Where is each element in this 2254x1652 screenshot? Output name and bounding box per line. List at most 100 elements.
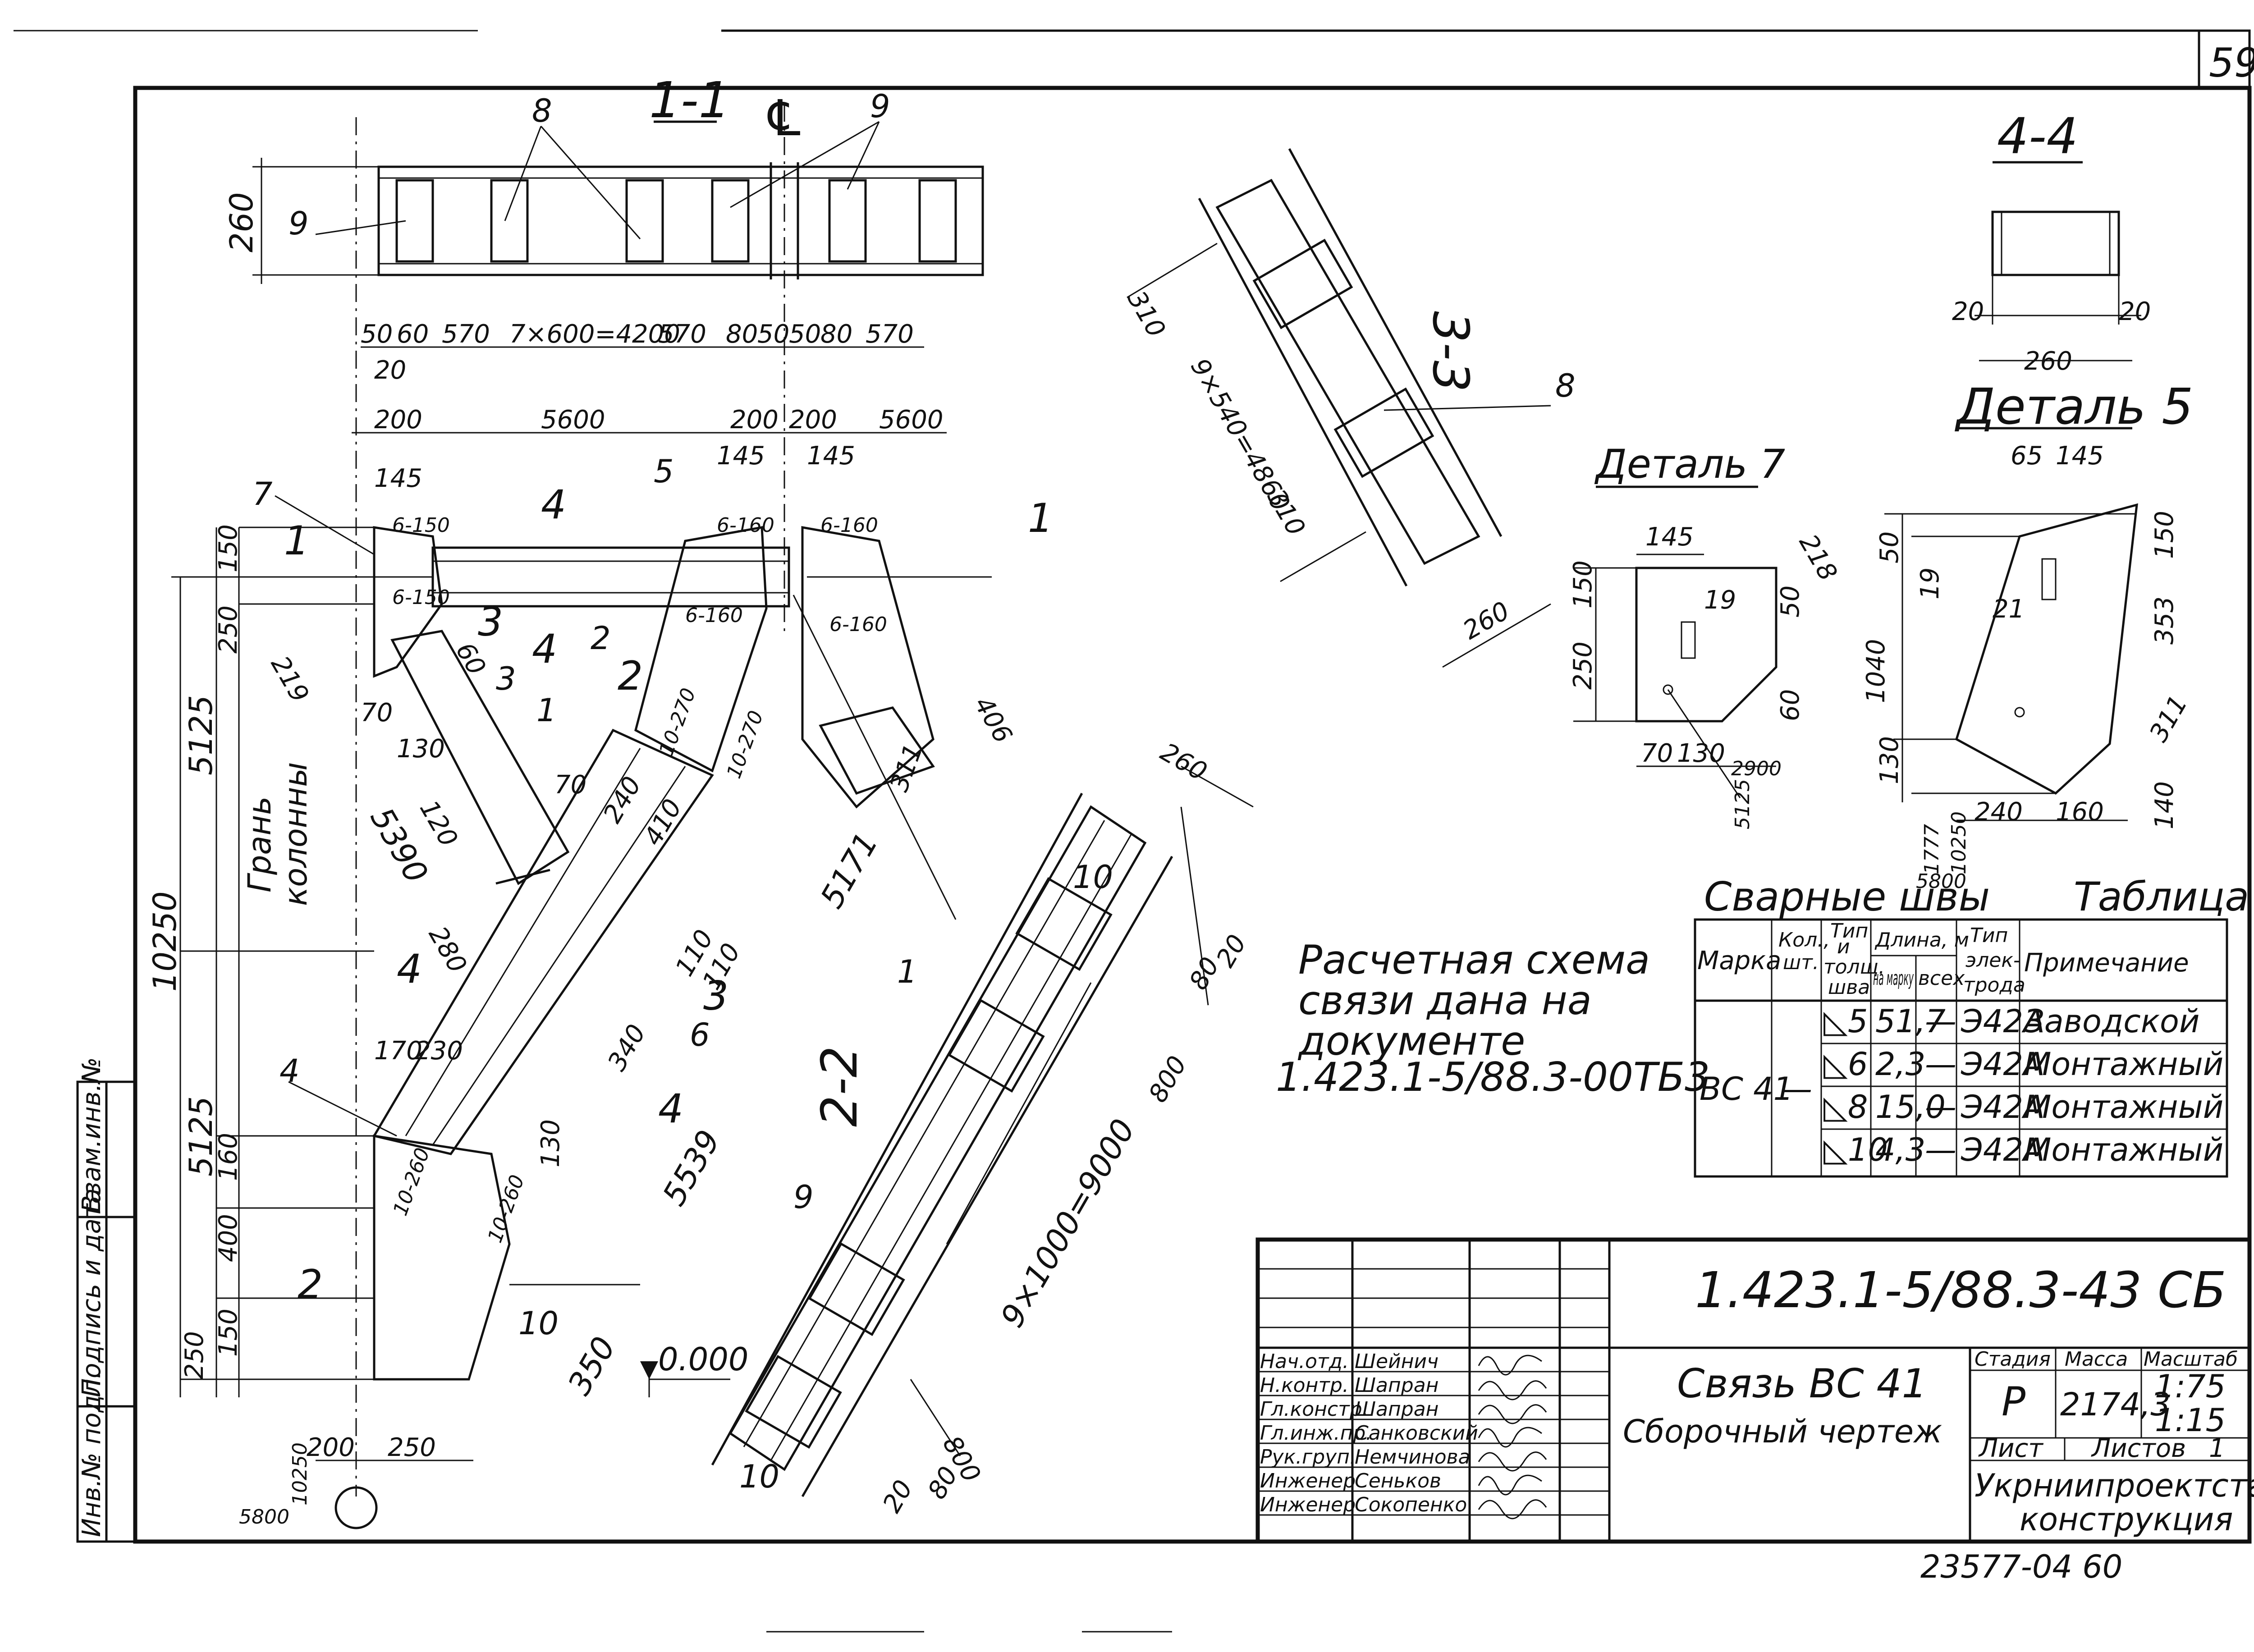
weld-el: Э42А [1961, 1046, 2045, 1083]
sign-role: Нач.отд. [1260, 1350, 1349, 1373]
dim-80-b: 80 [820, 320, 852, 349]
sign-name: Шапран [1355, 1398, 1439, 1421]
weld-note: Заводской [2024, 1003, 2199, 1040]
dim-150-a: 150 [214, 524, 243, 572]
dim-145-b: 145 [717, 441, 765, 471]
weld-table-grid [1694, 918, 2228, 1178]
scale-value-2: 1:15 [2155, 1402, 2226, 1439]
sign-name: Шапран [1355, 1374, 1439, 1397]
dim-10250-bot: 10250 [289, 1442, 312, 1506]
weld-head-note: Примечание [2024, 948, 2189, 978]
dim-20-44b: 20 [2119, 297, 2151, 326]
mark-9-top: 9 [870, 88, 890, 125]
dim-200-c: 200 [789, 405, 837, 435]
dim-400-a: 400 [214, 1214, 243, 1262]
dim-50-d5: 50 [1875, 531, 1904, 563]
weld-row-1: ◺5 51,7 — Э42А Заводской [1823, 1003, 2199, 1040]
dim-50-b: 50 [757, 320, 789, 349]
section-cut-2-main: 2 [618, 653, 643, 699]
weld-head-type-4: шва [1828, 976, 1870, 999]
mark-2: 2 [591, 620, 611, 657]
dim-310-a: 310 [1122, 286, 1171, 343]
section-cut-4-bot: 4 [658, 1085, 683, 1132]
dim-5125-d7: 5125 [1731, 779, 1754, 829]
sign-name: Сеньков [1355, 1469, 1441, 1492]
dim-353: 353 [2150, 596, 2179, 645]
weld-note: Монтажный [2024, 1046, 2223, 1083]
dim-250-bot: 250 [388, 1433, 436, 1462]
weld-head-type-3: толщ. [1823, 956, 1885, 979]
signature-row-1: Нач.отд. Шейнич [1260, 1350, 1439, 1373]
stage-value: Р [2002, 1378, 2025, 1425]
drawing-designation: 1.423.1-5/88.3-43 СБ [1695, 1261, 2226, 1319]
sign-name: Немчинова [1355, 1446, 1471, 1469]
dim-5600-b: 5600 [879, 405, 944, 435]
weld-len: 51,7 [1875, 1003, 1946, 1040]
mark-7: 7 [252, 476, 273, 513]
section-cut-1: 1 [1028, 495, 1053, 541]
dim-145-d7: 145 [1645, 522, 1694, 552]
detail-5-title: Деталь 5 [1954, 378, 2193, 435]
weld-all: — [1925, 1089, 1956, 1126]
weld-head-len: Длина, м [1874, 929, 1969, 952]
bottom-code: 23577-04 60 [1920, 1548, 2122, 1585]
scale-value-1: 1:75 [2155, 1368, 2226, 1405]
sign-role: Гл.констр. [1260, 1398, 1369, 1421]
dim-200-bot: 200 [307, 1433, 355, 1462]
section-cut-3-right: 3 [703, 973, 728, 1019]
dim-5800-bot: 5800 [239, 1506, 289, 1528]
mark-6: 6 [690, 1016, 710, 1053]
dim-5171: 5171 [813, 826, 885, 914]
dim-5539: 5539 [655, 1124, 728, 1212]
sign-role: Инженер [1260, 1469, 1356, 1492]
weld-10-270-a: 10-270 [655, 685, 700, 759]
weld-head-type-1: Тип [1830, 920, 1868, 943]
dim-800-22a: 800 [1143, 1051, 1193, 1107]
section-cut-2-bot: 2 [298, 1261, 323, 1308]
dim-340: 340 [602, 1020, 652, 1076]
dim-50-c: 50 [789, 320, 821, 349]
sheet-frame [14, 29, 2252, 1544]
signature-row-2: Н.контр. Шапран [1260, 1374, 1439, 1397]
note-line-3: документе [1297, 1018, 1525, 1064]
weld-type: ◺5 [1823, 1003, 1868, 1040]
dim-570-b: 570 [658, 320, 706, 349]
weld-row-3: ◺8 15,0 — Э42А Монтажный [1823, 1089, 2223, 1126]
weld-type: ◺6 [1823, 1046, 1868, 1083]
dim-130-d5: 130 [1875, 736, 1904, 784]
weld-all: — [1925, 1003, 1956, 1040]
section-cut-4-top: 4 [541, 481, 566, 528]
dim-130-b: 130 [536, 1119, 565, 1167]
dim-200-b: 200 [730, 405, 779, 435]
weld-all: — [1925, 1131, 1956, 1168]
dim-5125-bot: 5125 [183, 1096, 220, 1176]
dim-145-a: 145 [374, 464, 422, 493]
sign-name: Сокопенко [1355, 1493, 1467, 1516]
dim-1777: 1777 [1920, 824, 1943, 874]
weld-head-el-1: Тип [1970, 924, 2008, 947]
mass-value: 2174,3 [2060, 1386, 2171, 1423]
organization-1: Укрниипроектсталь- [1975, 1467, 2254, 1504]
dim-250-b: 250 [180, 1331, 209, 1379]
weld-6-160-c: 6-160 [820, 514, 878, 537]
note-line-1: Расчетная схема [1298, 937, 1650, 983]
column-face-label-1: Грань [241, 796, 278, 892]
dim-570-c: 570 [866, 320, 914, 349]
signature-row-5: Рук.груп. Немчинова [1260, 1446, 1471, 1469]
dim-80-a: 80 [726, 320, 758, 349]
drawing-title-1: Связь ВС 41 [1677, 1360, 1927, 1407]
organization-2: конструкция [2020, 1501, 2233, 1538]
mark-1-22: 1 [897, 953, 917, 990]
section-cut-4-left: 4 [397, 946, 422, 992]
dim-350: 350 [561, 1331, 623, 1401]
weld-6-150-a: 6-150 [392, 514, 450, 537]
mass-label: Масса [2065, 1348, 2128, 1371]
dim-70-d7: 70 [1641, 739, 1673, 768]
dim-60-a: 60 [397, 320, 429, 349]
mark-10-22b: 10 [739, 1458, 779, 1495]
dim-570-a: 570 [442, 320, 490, 349]
dim-50-a: 50 [361, 320, 393, 349]
dim-60-d7: 60 [1776, 689, 1805, 721]
dim-20-22b: 20 [877, 1475, 919, 1518]
